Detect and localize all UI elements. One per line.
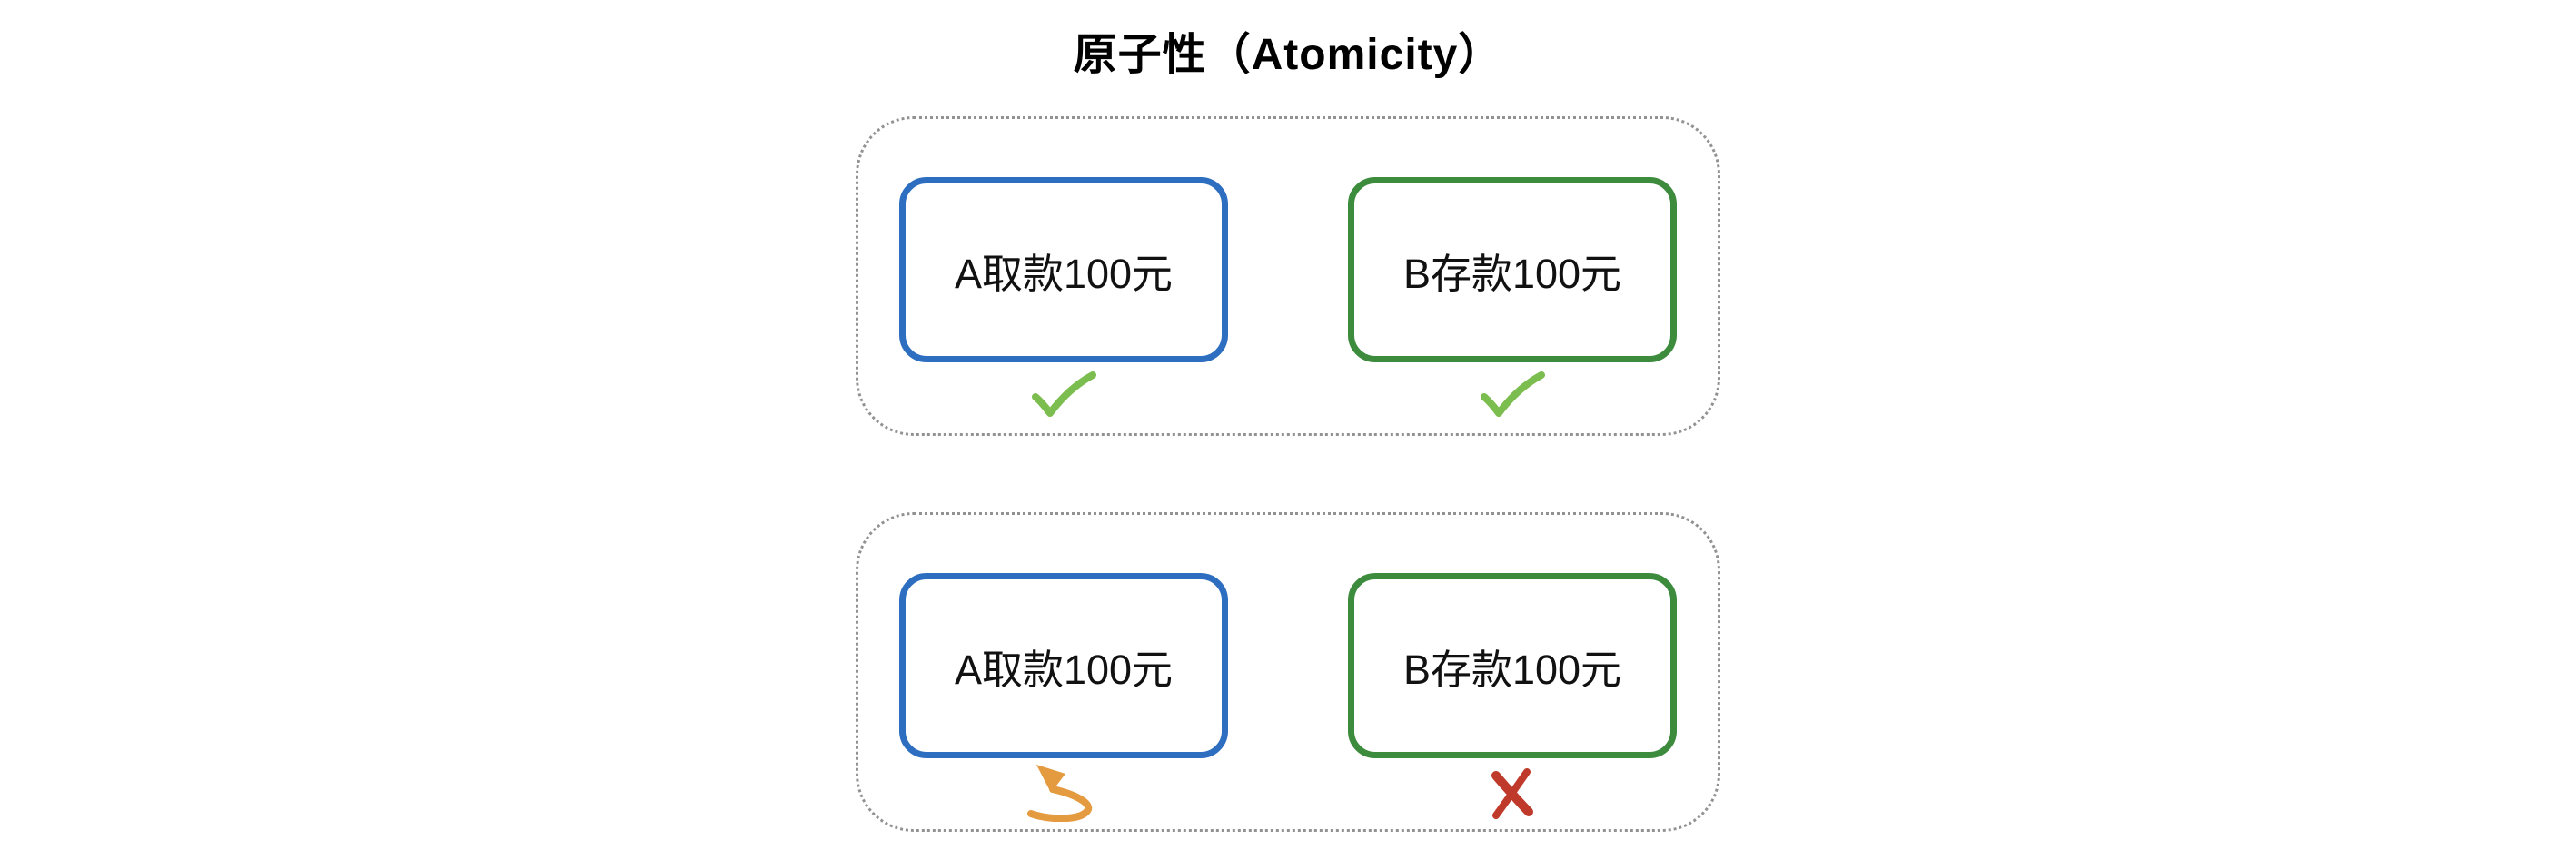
withdraw-box: A取款100元: [899, 177, 1228, 362]
deposit-status: [1486, 762, 1539, 822]
page-title: 原子性（Atomicity）: [1073, 31, 1503, 79]
scenario-all-success: A取款100元 B存款100元: [856, 116, 1720, 436]
check-icon: [1032, 371, 1096, 417]
cross-icon: [1491, 768, 1533, 819]
withdraw-label: A取款100元: [954, 646, 1174, 693]
deposit-box: B存款100元: [1348, 177, 1677, 362]
withdraw-status: [1029, 366, 1098, 426]
scenario-rollback: A取款100元 B存款100元: [856, 512, 1720, 832]
step-withdraw: A取款100元: [899, 177, 1228, 426]
deposit-box: B存款100元: [1348, 573, 1677, 758]
steps-row: A取款100元 B存款100元: [858, 515, 1718, 822]
withdraw-label: A取款100元: [954, 250, 1174, 297]
withdraw-box: A取款100元: [899, 573, 1228, 758]
deposit-label: B存款100元: [1402, 250, 1622, 297]
withdraw-status: [1025, 762, 1102, 822]
deposit-status: [1478, 366, 1547, 426]
step-deposit: B存款100元: [1348, 177, 1677, 426]
rollback-arrow-icon: [1027, 765, 1093, 822]
step-deposit: B存款100元: [1348, 573, 1677, 822]
steps-row: A取款100元 B存款100元: [858, 119, 1718, 426]
step-withdraw: A取款100元: [899, 573, 1228, 822]
check-icon: [1481, 371, 1545, 417]
deposit-label: B存款100元: [1402, 646, 1622, 693]
